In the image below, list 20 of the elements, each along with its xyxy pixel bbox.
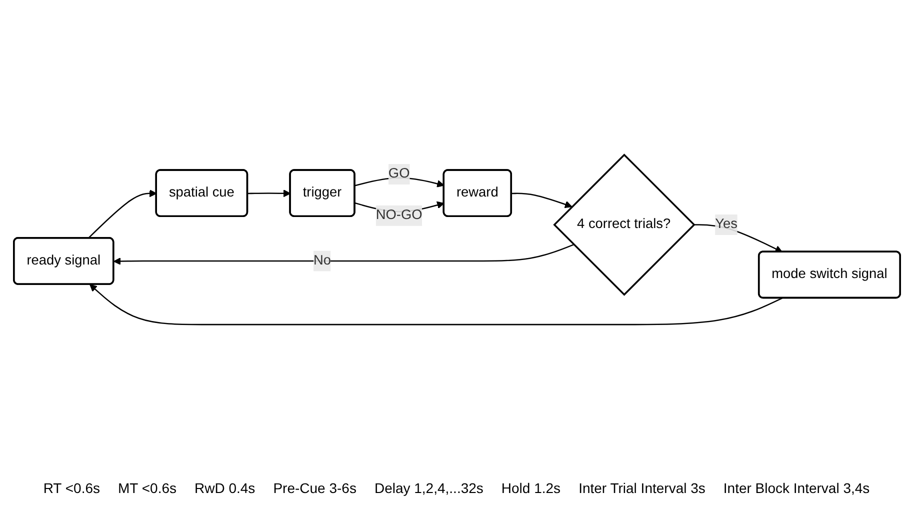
arrow <box>112 244 574 266</box>
arrow <box>354 178 444 188</box>
interval-label: Delay 1,2,4,...32s <box>374 480 484 496</box>
interval-label: Inter Trial Interval 3s <box>578 480 706 496</box>
node-diamond: 4 correct trials? <box>552 154 695 296</box>
arrow <box>693 224 782 253</box>
edge-label: GO <box>388 166 410 182</box>
arrow <box>89 284 782 326</box>
arrow <box>247 190 290 198</box>
arrow <box>87 190 156 240</box>
interval-label: RwD 0.4s <box>194 480 256 496</box>
interval-label: Inter Block Interval 3,4s <box>723 480 870 496</box>
interval-label: RT <0.6s <box>43 480 100 496</box>
arrow <box>511 193 572 208</box>
interval-label: Pre-Cue 3-6s <box>273 480 356 496</box>
edge-label: Yes <box>714 217 737 232</box>
edge-label: No <box>313 254 330 268</box>
interval-label: Hold 1.2s <box>501 480 561 496</box>
edge-label: NO-GO <box>375 208 422 223</box>
interval-label: MT <0.6s <box>118 480 176 496</box>
